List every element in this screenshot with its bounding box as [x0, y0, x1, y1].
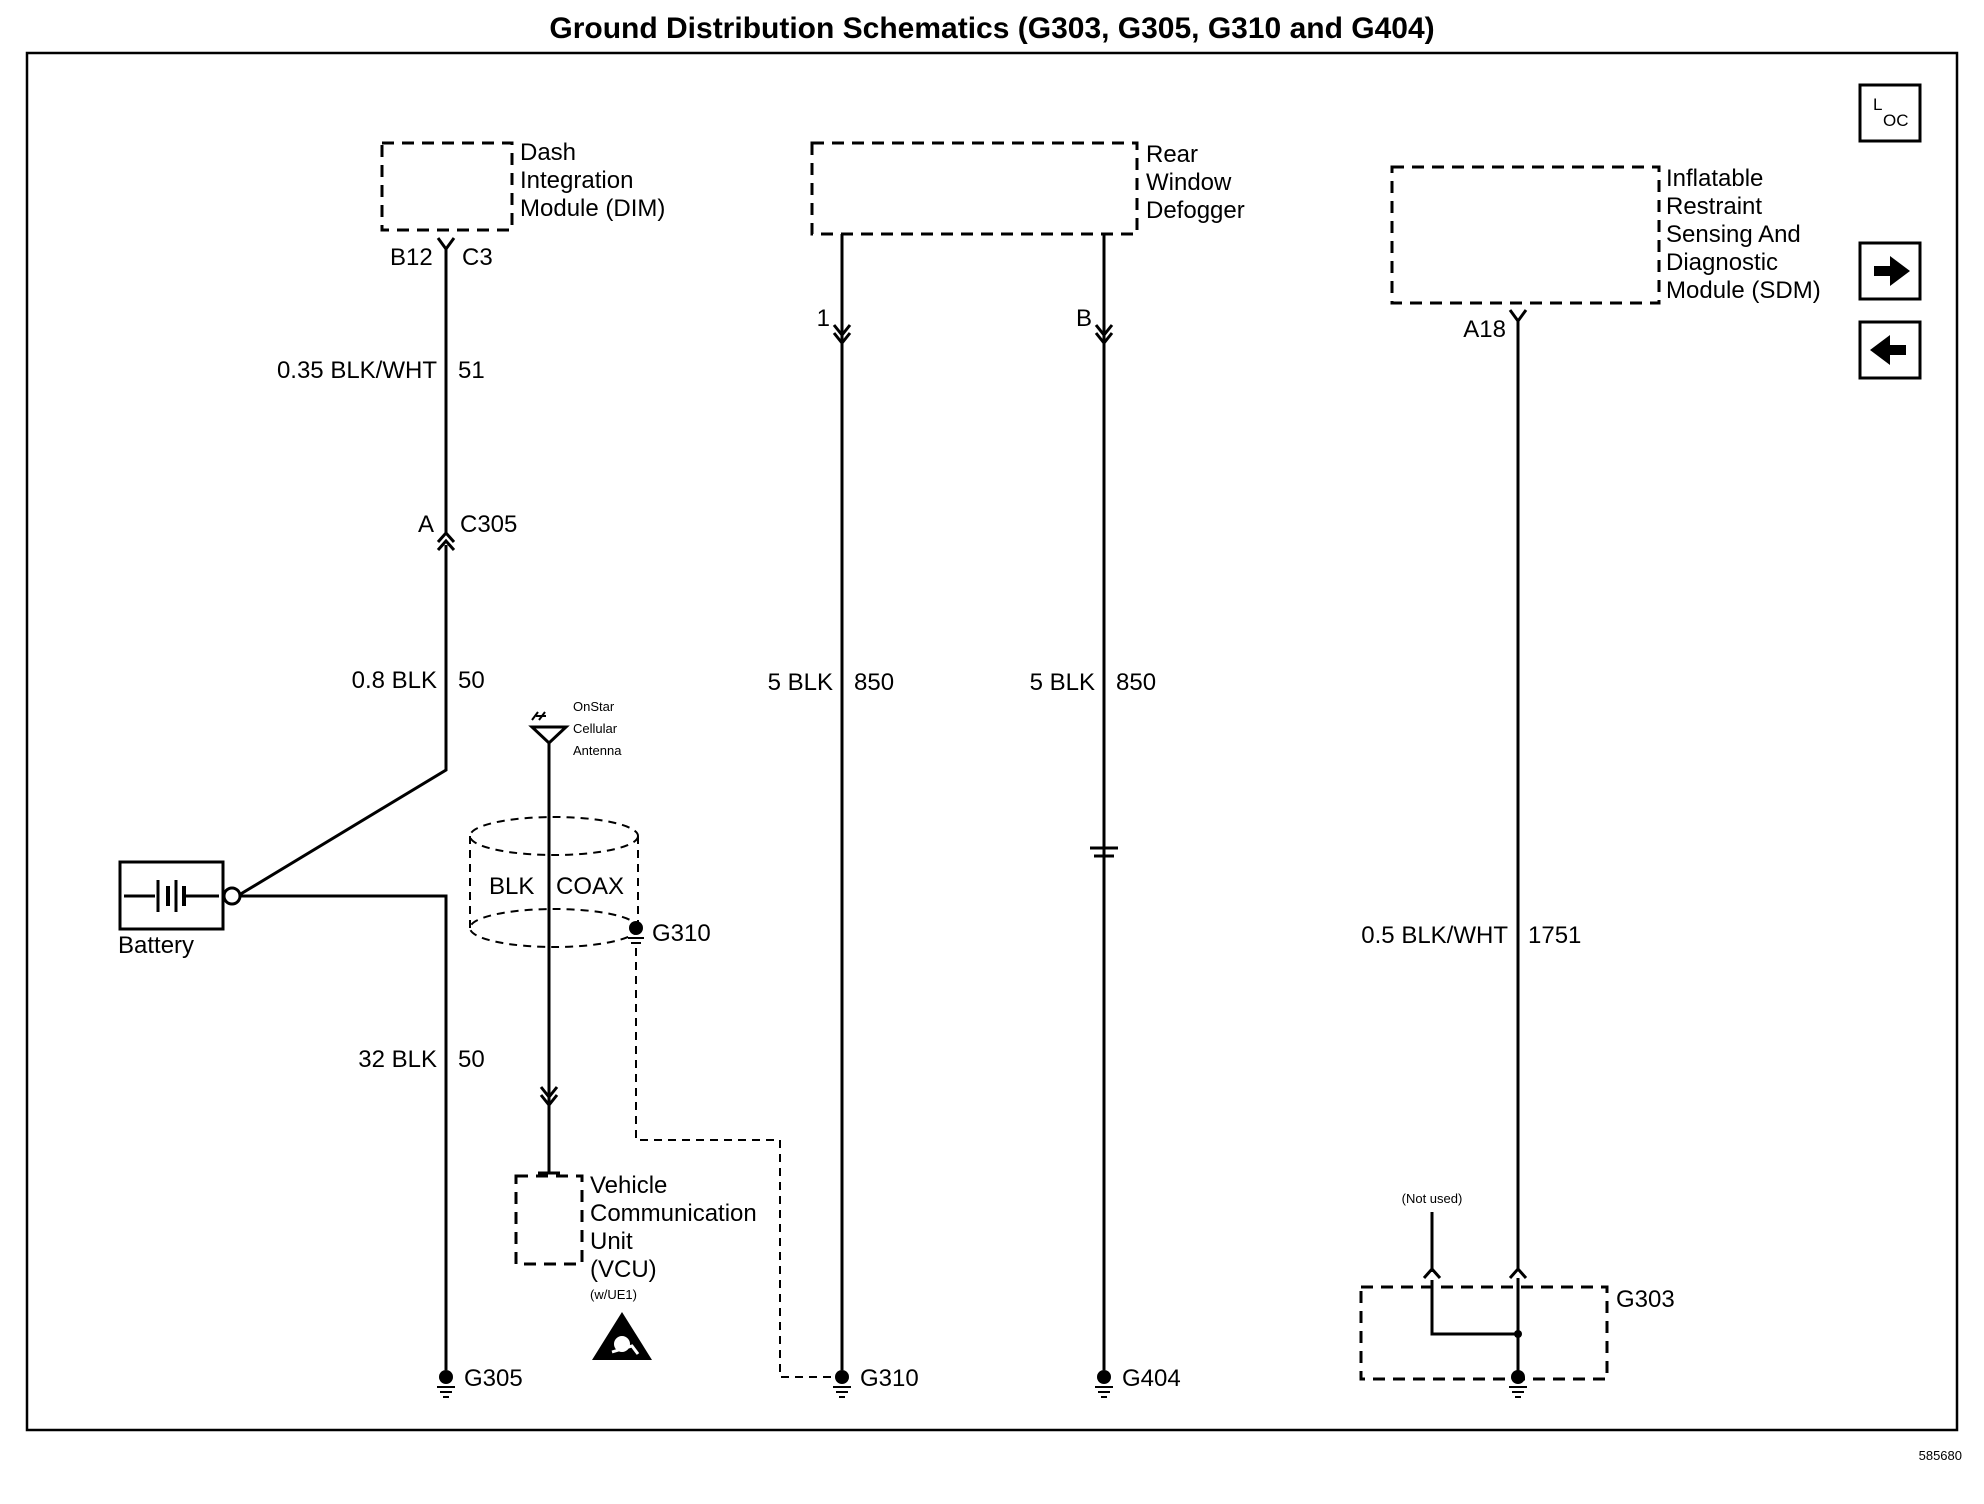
svg-text:Rear: Rear: [1146, 141, 1198, 168]
loc-top-text: L: [1873, 95, 1882, 114]
ground-g310-coax-label: G310: [652, 920, 711, 947]
g303-connector-a-symbol: [1422, 1266, 1442, 1279]
svg-text:Restraint: Restraint: [1666, 193, 1762, 220]
svg-text:Diagnostic: Diagnostic: [1666, 249, 1778, 276]
svg-text:Module (DIM): Module (DIM): [520, 195, 665, 222]
previous-page-button[interactable]: [1858, 320, 1922, 380]
ground-g303-icon: [1509, 1370, 1527, 1398]
ground-g303-label: G303: [1616, 1286, 1675, 1313]
c305-name: C305: [460, 511, 517, 538]
svg-text:Dash: Dash: [520, 139, 576, 166]
ground-g305-label: G305: [464, 1365, 523, 1392]
wire-battery-circuit: 50: [458, 1046, 485, 1073]
vcu-module: [514, 1171, 584, 1266]
ground-g404-icon: [1095, 1370, 1113, 1398]
battery-symbol: [118, 860, 242, 931]
wire-sdm-circuit: 1751: [1528, 922, 1581, 949]
wire-c305-gauge: 0.8 BLK: [352, 667, 437, 694]
ground-g310-coax-icon: [628, 921, 644, 944]
figure-id: 585680: [1919, 1448, 1962, 1463]
g303-splice-box: [1359, 1285, 1609, 1381]
arrow-right-icon: [1874, 256, 1910, 286]
ground-g404-label: G404: [1122, 1365, 1181, 1392]
sdm-connector-symbol: [1508, 309, 1528, 324]
splice-point-icon: [1514, 1330, 1522, 1338]
wire-defog-b-gauge: 5 BLK: [1030, 669, 1095, 696]
next-page-button[interactable]: [1858, 241, 1922, 301]
svg-text:OnStar: OnStar: [573, 699, 615, 714]
svg-text:(VCU): (VCU): [590, 1256, 657, 1283]
wire-sdm-gauge: 0.5 BLK/WHT: [1361, 922, 1508, 949]
wire-battery-gauge: 32 BLK: [358, 1046, 437, 1073]
svg-text:Communication: Communication: [590, 1200, 757, 1227]
defog-pin-b: B: [1076, 305, 1092, 332]
loc-bottom-text: OC: [1883, 111, 1909, 130]
dim-connector-symbol: [436, 237, 456, 252]
rear-window-defogger: Rear Window Defogger: [810, 141, 1245, 236]
defog-connector-b-symbol: [1094, 324, 1114, 346]
c305-pin: A: [418, 511, 434, 538]
page-title: Ground Distribution Schematics (G303, G3…: [549, 12, 1434, 45]
svg-text:Antenna: Antenna: [573, 743, 622, 758]
ground-g310-icon: [833, 1370, 851, 1398]
battery-terminal-icon: [222, 886, 242, 906]
svg-text:Vehicle: Vehicle: [590, 1172, 667, 1199]
dim-module: Dash Integration Module (DIM): [380, 139, 665, 232]
wire-c305-circuit: 50: [458, 667, 485, 694]
antenna-icon: [528, 711, 570, 746]
ground-g310-label: G310: [860, 1365, 919, 1392]
wire-defog-b-circuit: 850: [1116, 669, 1156, 696]
diagram-frame: [25, 51, 1959, 1432]
wire-c305-50: [238, 545, 448, 897]
location-button[interactable]: L OC: [1858, 83, 1922, 143]
shield-drain-wire: [635, 948, 834, 1378]
c305-connector-symbol: [436, 530, 456, 551]
g303-not-used-label: (Not used): [1402, 1191, 1463, 1206]
battery-label: Battery: [118, 932, 194, 959]
dim-pin-c3: C3: [462, 244, 493, 271]
svg-text:Defogger: Defogger: [1146, 197, 1245, 224]
arrow-left-icon: [1870, 335, 1906, 365]
svg-text:Inflatable: Inflatable: [1666, 165, 1763, 192]
svg-text:Cellular: Cellular: [573, 721, 618, 736]
inline-splice-icon: [1090, 846, 1118, 858]
wire-dim-circuit: 51: [458, 357, 485, 384]
wire-battery-50: [240, 894, 448, 1370]
svg-text:Window: Window: [1146, 169, 1232, 196]
vcu-connector-symbol: [539, 1086, 559, 1108]
defog-connector-1-symbol: [832, 324, 852, 346]
svg-text:Integration: Integration: [520, 167, 633, 194]
coax-label: COAX: [556, 873, 624, 900]
g303-connector-b-symbol: [1508, 1266, 1528, 1279]
g303-internal-wire: [1430, 1280, 1518, 1336]
esd-warning-icon: [592, 1312, 652, 1360]
coax-blk-label: BLK: [489, 873, 534, 900]
wire-defog-a-gauge: 5 BLK: [768, 669, 833, 696]
ground-g305-icon: [437, 1370, 455, 1398]
svg-text:Sensing And: Sensing And: [1666, 221, 1801, 248]
svg-text:Module (SDM): Module (SDM): [1666, 277, 1821, 304]
wire-defog-a-circuit: 850: [854, 669, 894, 696]
svg-text:Unit: Unit: [590, 1228, 633, 1255]
sdm-pin-a18: A18: [1463, 316, 1506, 343]
sdm-module: Inflatable Restraint Sensing And Diagnos…: [1390, 165, 1821, 305]
defog-pin-1: 1: [817, 305, 830, 332]
svg-text:(w/UE1): (w/UE1): [590, 1287, 637, 1302]
wire-dim-gauge: 0.35 BLK/WHT: [277, 357, 437, 384]
dim-pin-b12: B12: [390, 244, 433, 271]
